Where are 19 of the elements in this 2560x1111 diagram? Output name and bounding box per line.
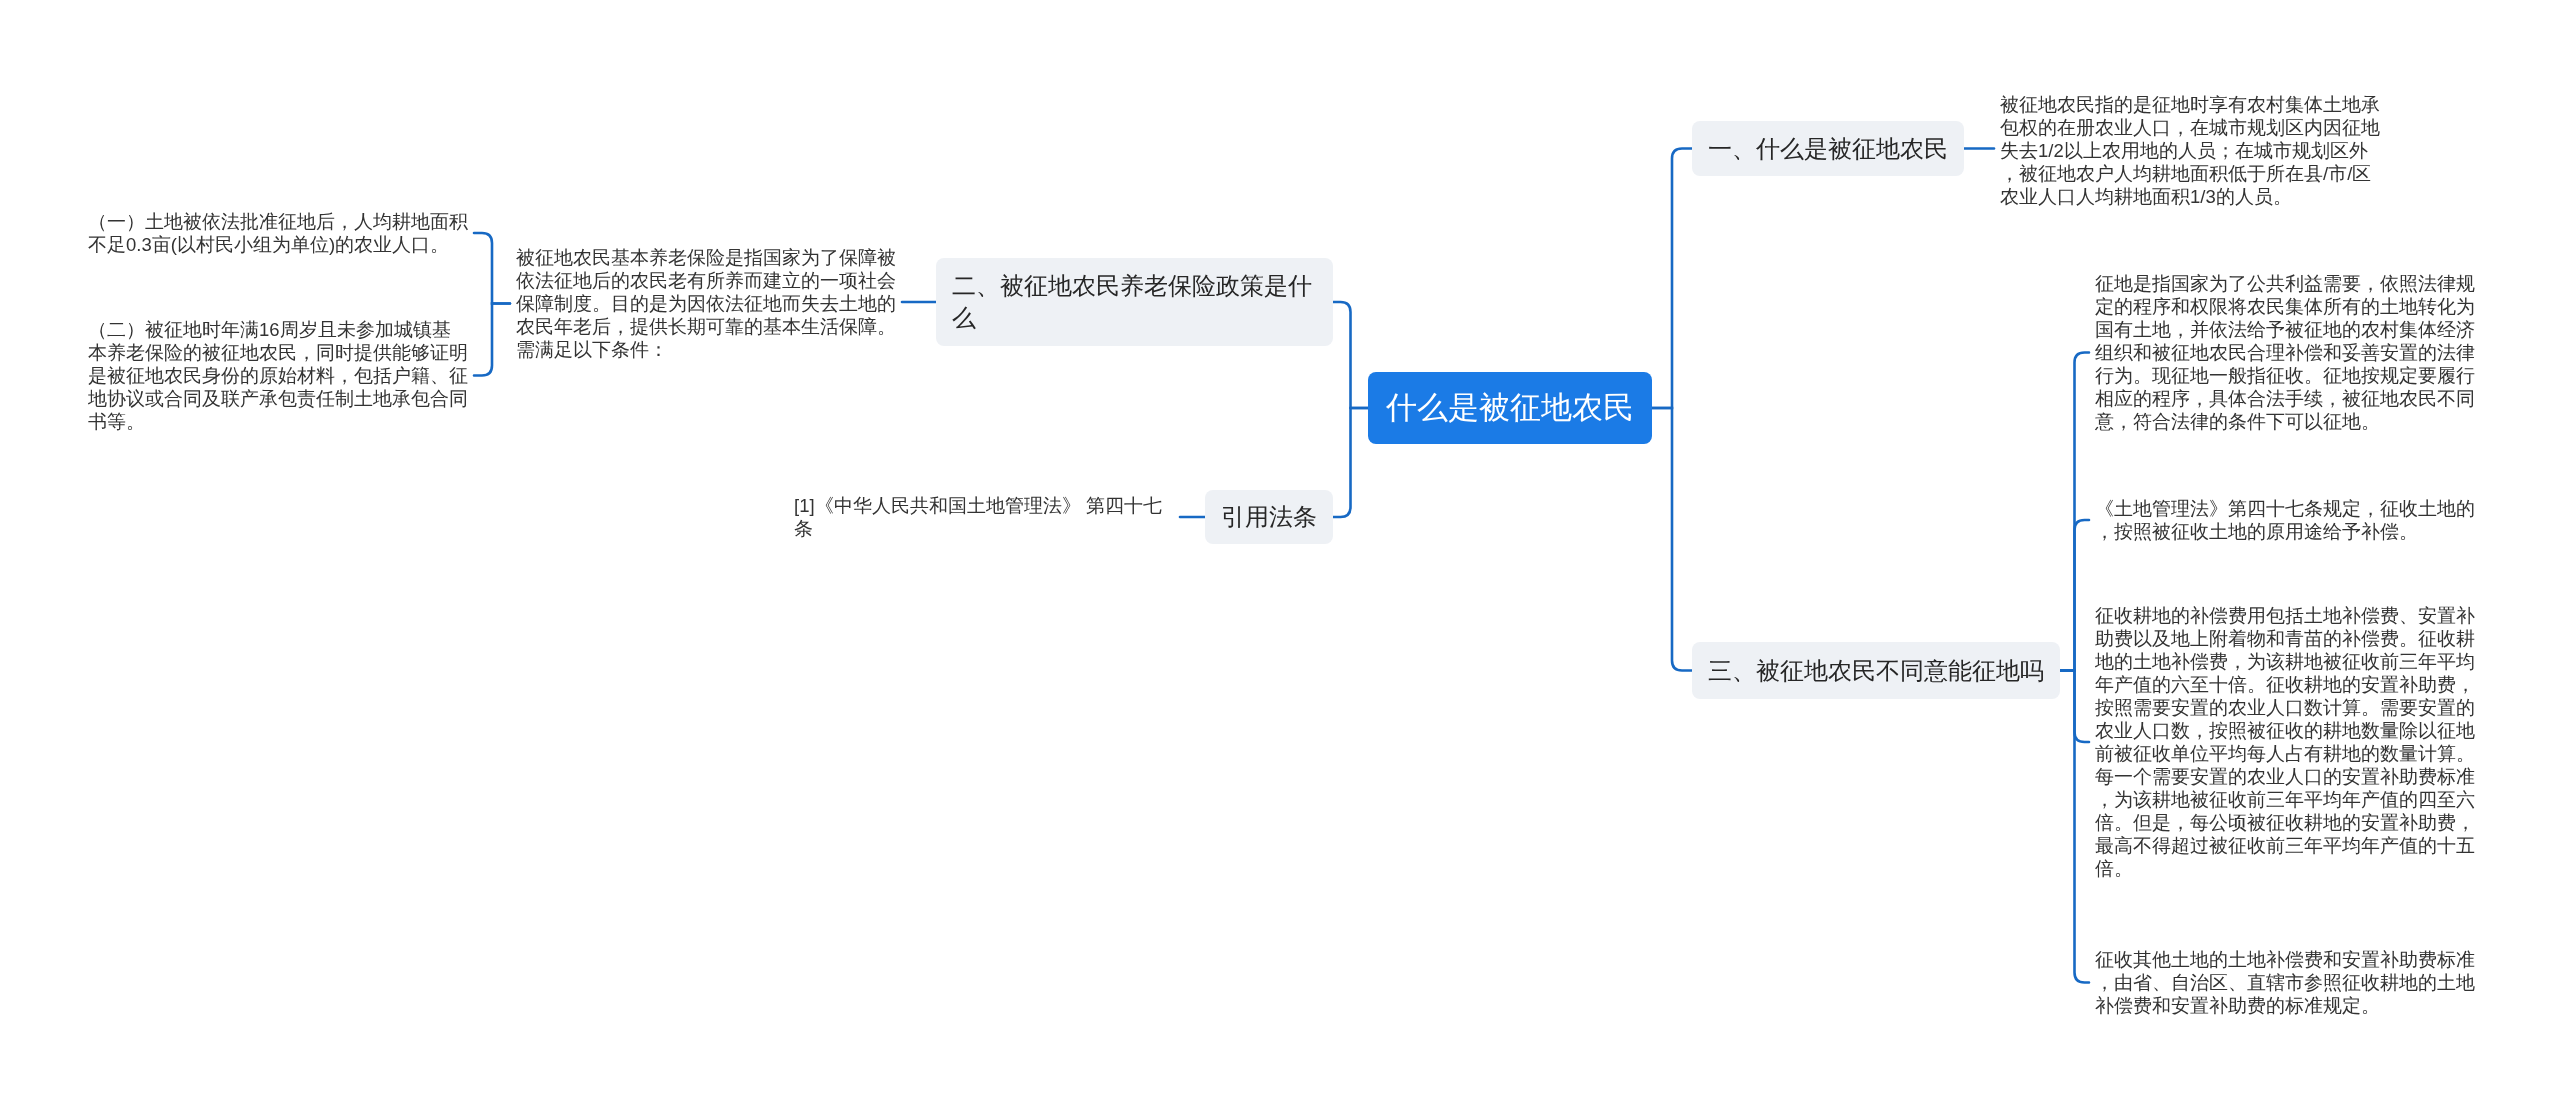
connector-line [1178, 515, 1207, 519]
note-text: （一）土地被依法批准征地后，人均耕地面积不足0.3亩(以村民小组为单位)的农业人口。 [82, 210, 474, 256]
note-text: 征收其他土地的土地补偿费和安置补助费标准，由省、自治区、直辖市参照征收耕地的土地补偿费和安置补助费的标准规定。 [2089, 948, 2481, 1017]
branch-topic: 二、被征地农民养老保险政策是什么 [936, 258, 1333, 346]
connector-line [1331, 406, 1370, 519]
branch-topic: 一、什么是被征地农民 [1692, 121, 1964, 176]
connector-line [1650, 406, 1694, 672]
note-text: 征地是指国家为了公共利益需要，依照法律规定的程序和权限将农民集体所有的土地转化为国有土地，并依法给予被征地的农村集体经济组织和被征地农民合理补偿和妥善安置的法律行为。现征地一般指征收。征地按规定要履行相应的程序，具体合法手续，被征地农民不同意，符合法律的条件下可以征地。 [2089, 272, 2481, 433]
central-topic: 什么是被征地农民 [1368, 372, 1652, 444]
note-text: 征收耕地的补偿费用包括土地补偿费、安置补助费以及地上附着物和青苗的补偿费。征收耕地的土地补偿费，为该耕地被征收前三年平均年产值的六至十倍。征收耕地的安置补助费，按照需要安置的农业人口数计算。需要安置的农业人口数，按照被征收的耕地数量除以征地前被征收单位平均每人占有耕地的数量计算。每一个需要安置的农业人口的安置补助费标准，为该耕地被征收前三年平均年产值的四至六倍。但是，每公顷被征收耕地的安置补助费，最高不得超过被征收前三年平均年产值的十五倍。 [2089, 604, 2481, 880]
note-text: [1]《中华人民共和国土地管理法》 第四十七条 [788, 494, 1180, 540]
note-text: 被征地农民基本养老保险是指国家为了保障被依法征地后的农民老有所养而建立的一项社会保障制度。目的是为因依法征地而失去土地的农民年老后，提供长期可靠的基本生活保障。需满足以下条件： [510, 246, 902, 361]
note-text: 《土地管理法》第四十七条规定，征收土地的，按照被征收土地的原用途给予补偿。 [2089, 497, 2481, 543]
branch-topic: 引用法条 [1205, 490, 1333, 544]
connector-line [900, 300, 938, 304]
note-text: 被征地农民指的是征地时享有农村集体土地承包权的在册农业人口，在城市规划区内因征地失去1/2以上农用地的人员；在城市规划区外，被征地农户人均耕地面积低于所在县/市/区农业人口人均耕地面积1/3的人员。 [1994, 93, 2386, 208]
note-text: （二）被征地时年满16周岁且未参加城镇基本养老保险的被征地农民，同时提供能够证明是被征地农民身份的原始材料，包括户籍、征地协议或合同及联产承包责任制土地承包合同书等。 [82, 318, 474, 433]
connector-line [1962, 147, 1996, 150]
branch-topic: 三、被征地农民不同意能征地吗 [1692, 642, 2060, 699]
